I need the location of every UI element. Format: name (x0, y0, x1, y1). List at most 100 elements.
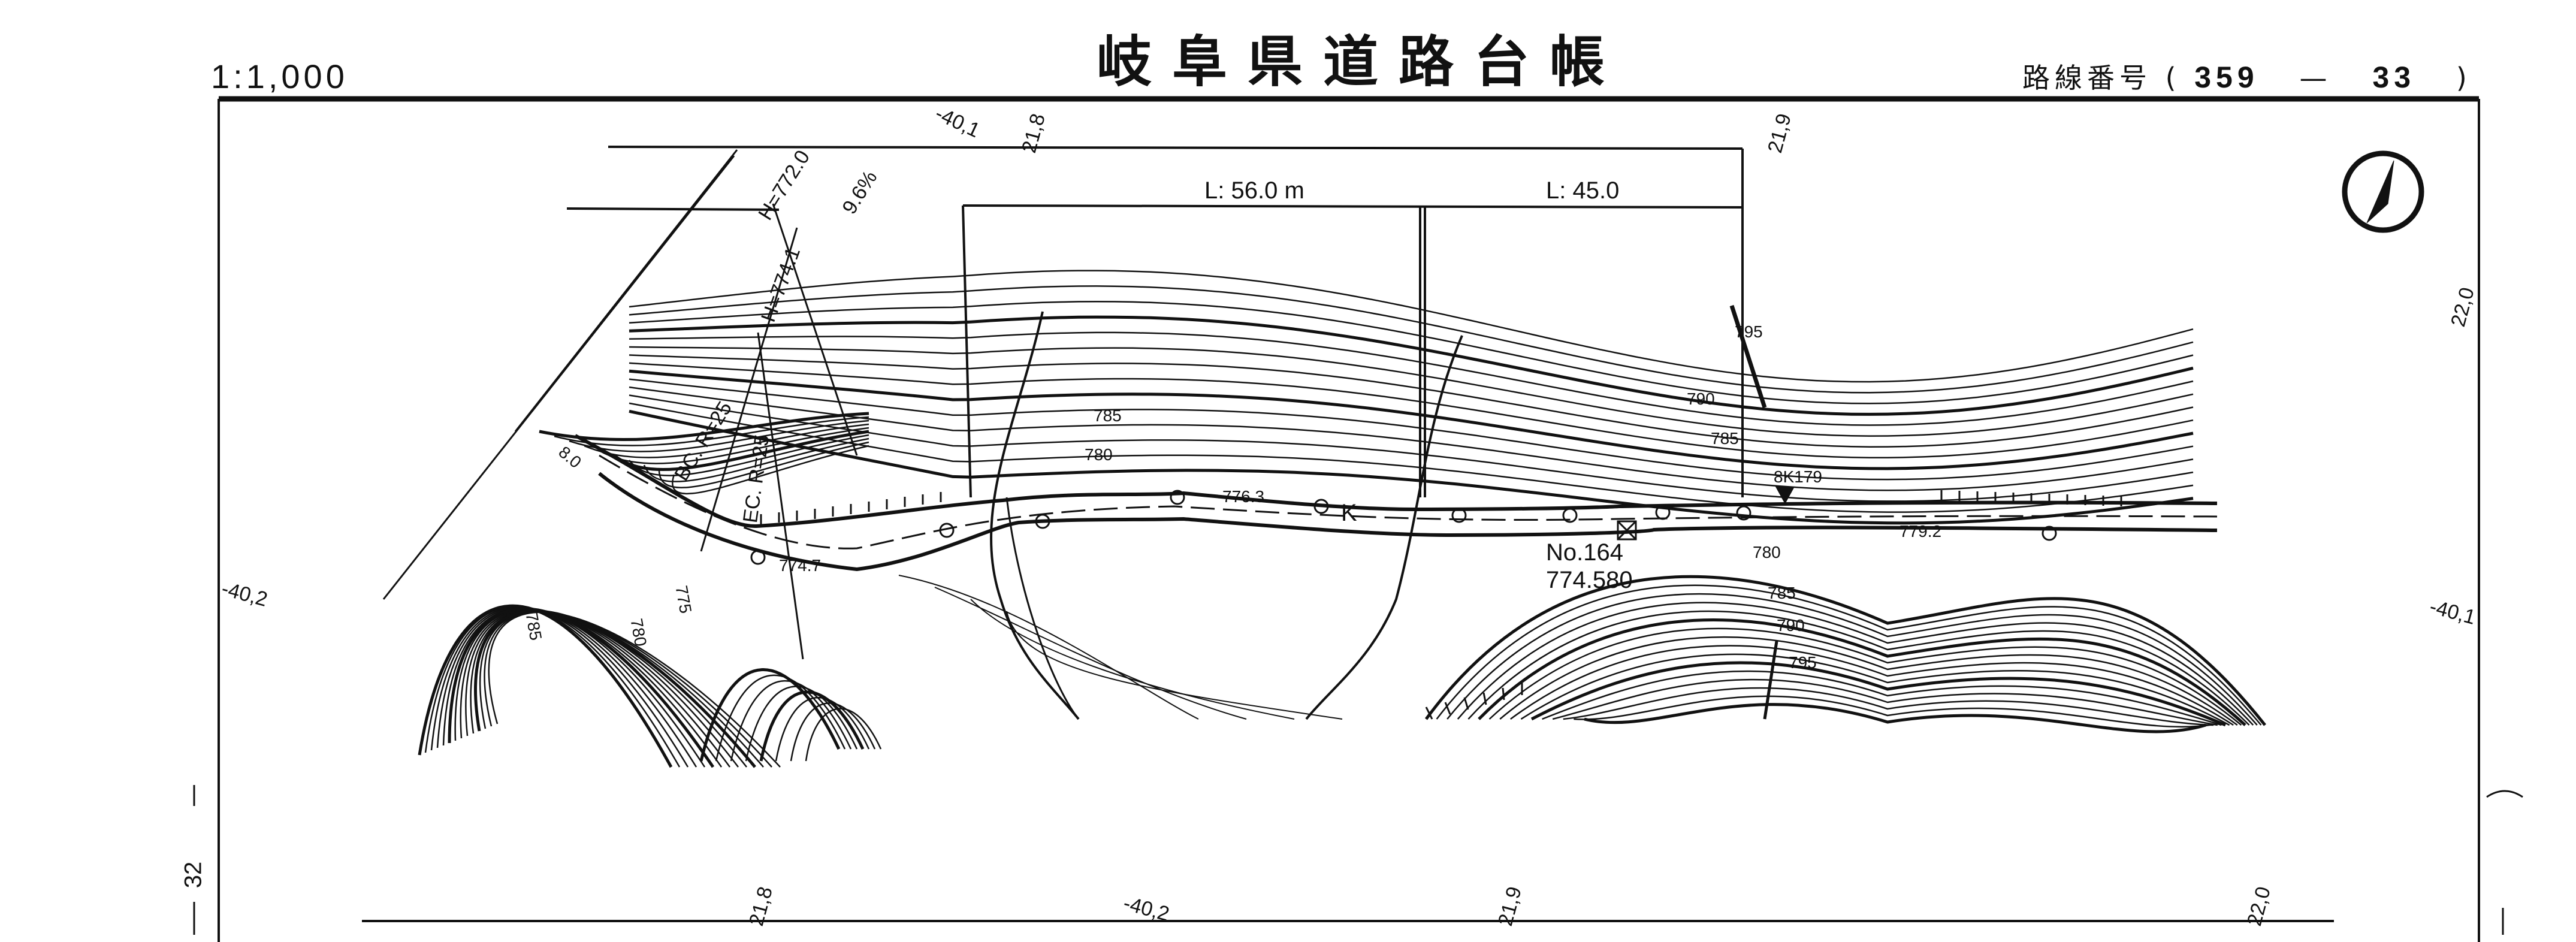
route-number-label: 路線番号 (2022, 62, 2152, 94)
station-marker (1617, 520, 1637, 541)
route-number-a: 359 (2194, 61, 2259, 94)
contour-line (488, 611, 781, 768)
utility-pole-icon (1313, 499, 1329, 514)
north-arrow-icon (2366, 160, 2394, 224)
contour-line (629, 300, 2194, 404)
contour-line (629, 346, 2194, 437)
contour-line (1006, 611, 1343, 720)
utility-pole-icon (1655, 505, 1671, 520)
map-frame (193, 96, 2523, 942)
contour-line (1520, 653, 2230, 726)
route-number-b: 33 (2372, 61, 2416, 94)
road-edge-north (574, 434, 2218, 529)
contour-line (730, 680, 852, 762)
contour-line (970, 599, 1295, 720)
contour-line (1563, 687, 2214, 726)
elevation-label: 774.7 (779, 556, 822, 575)
contour-label: 785 (1094, 406, 1122, 425)
contour-line (629, 354, 2194, 448)
slope-hatching (760, 490, 2122, 720)
elevation-label: 776.3 (1222, 487, 1265, 506)
contour-line (715, 674, 846, 762)
contour-line (898, 575, 1199, 720)
contour-label: 790 (1777, 616, 1805, 635)
contour-line (790, 702, 876, 762)
contour-label: 785 (1768, 584, 1796, 602)
sheet-number: 32 (180, 861, 207, 889)
contour-line (672, 445, 869, 495)
contour-label: 790 (1687, 390, 1715, 408)
contour-line (629, 362, 2194, 459)
contour-line (1005, 497, 1080, 720)
marker-k: K (1341, 500, 1357, 526)
contour-line (1436, 584, 2262, 726)
benchmark-marker (1775, 487, 1795, 505)
contour-line (629, 369, 2194, 470)
contour-line (1552, 678, 2218, 726)
dimension-label: L: 45.0 (1546, 177, 1620, 204)
contour-label: 795 (1789, 653, 1817, 672)
contour-line (1574, 695, 2210, 728)
contour-line (990, 311, 1080, 720)
contour-lines (418, 270, 2266, 768)
contour-line (554, 416, 869, 446)
contour-line (1305, 335, 1463, 720)
utility-pole-icon (1451, 508, 1467, 523)
contour-line (629, 285, 2194, 394)
contour-line (1457, 602, 2254, 726)
contour-line (569, 419, 869, 452)
contour-line (699, 668, 841, 762)
contour-label: 780 (1085, 445, 1113, 464)
contour-label: 795 (1735, 322, 1763, 341)
utility-pole-icon (1035, 514, 1050, 529)
contour-line (775, 696, 870, 762)
contour-line (629, 409, 2194, 525)
contour-line (584, 423, 869, 458)
road (574, 434, 2218, 720)
utility-pole-icon (1736, 505, 1751, 521)
north-arrow (2342, 150, 2424, 233)
contour-line (629, 402, 2194, 513)
utility-pole-icon (939, 523, 955, 538)
contour-line (934, 587, 1247, 720)
map-scale: 1:1,000 (211, 58, 348, 95)
benchmark-label: 8K179 (1774, 467, 1822, 486)
road-edge-south (598, 472, 2218, 572)
station-elevation: 774.580 (1546, 567, 1633, 593)
contour-line (1467, 610, 2250, 726)
contour-line (629, 270, 2194, 383)
page-title: 岐阜県道路台帳 (1097, 30, 1626, 94)
contour-line (629, 394, 2194, 502)
contour-line (745, 686, 858, 762)
contour-line (1446, 593, 2258, 726)
contour-label: 785 (1711, 429, 1739, 448)
utility-pole-icon (2042, 526, 2057, 541)
road-centerline (599, 454, 2218, 550)
contour-line (759, 690, 865, 762)
contour-line (1499, 636, 2238, 726)
contour-label: 775 (672, 584, 696, 615)
contour-line (1530, 661, 2226, 727)
contour-line (1488, 627, 2242, 726)
contour-line (629, 434, 869, 476)
margin-arc (2486, 790, 2523, 798)
route-number: 路線番号 ( 359 — 33 ) (2022, 62, 2472, 92)
contour-label: 785 (522, 611, 546, 642)
utility-pole-icon (750, 550, 766, 565)
contour-line (629, 331, 2194, 426)
utility-pole-icon (1170, 490, 1185, 505)
utility-poles (750, 490, 2057, 565)
route-open: ( (2165, 62, 2181, 94)
contour-line (658, 441, 869, 488)
contour-line (1478, 618, 2246, 726)
north-arrow-circle (2342, 150, 2424, 233)
contour-label: 780 (1753, 543, 1781, 561)
route-dash: — (2299, 62, 2332, 94)
contour-line (629, 386, 2194, 491)
contour-line (1510, 645, 2234, 726)
contour-line (599, 427, 869, 464)
contour-line (643, 437, 869, 482)
route-close: ) (2456, 62, 2472, 94)
contour-line (629, 378, 2194, 481)
